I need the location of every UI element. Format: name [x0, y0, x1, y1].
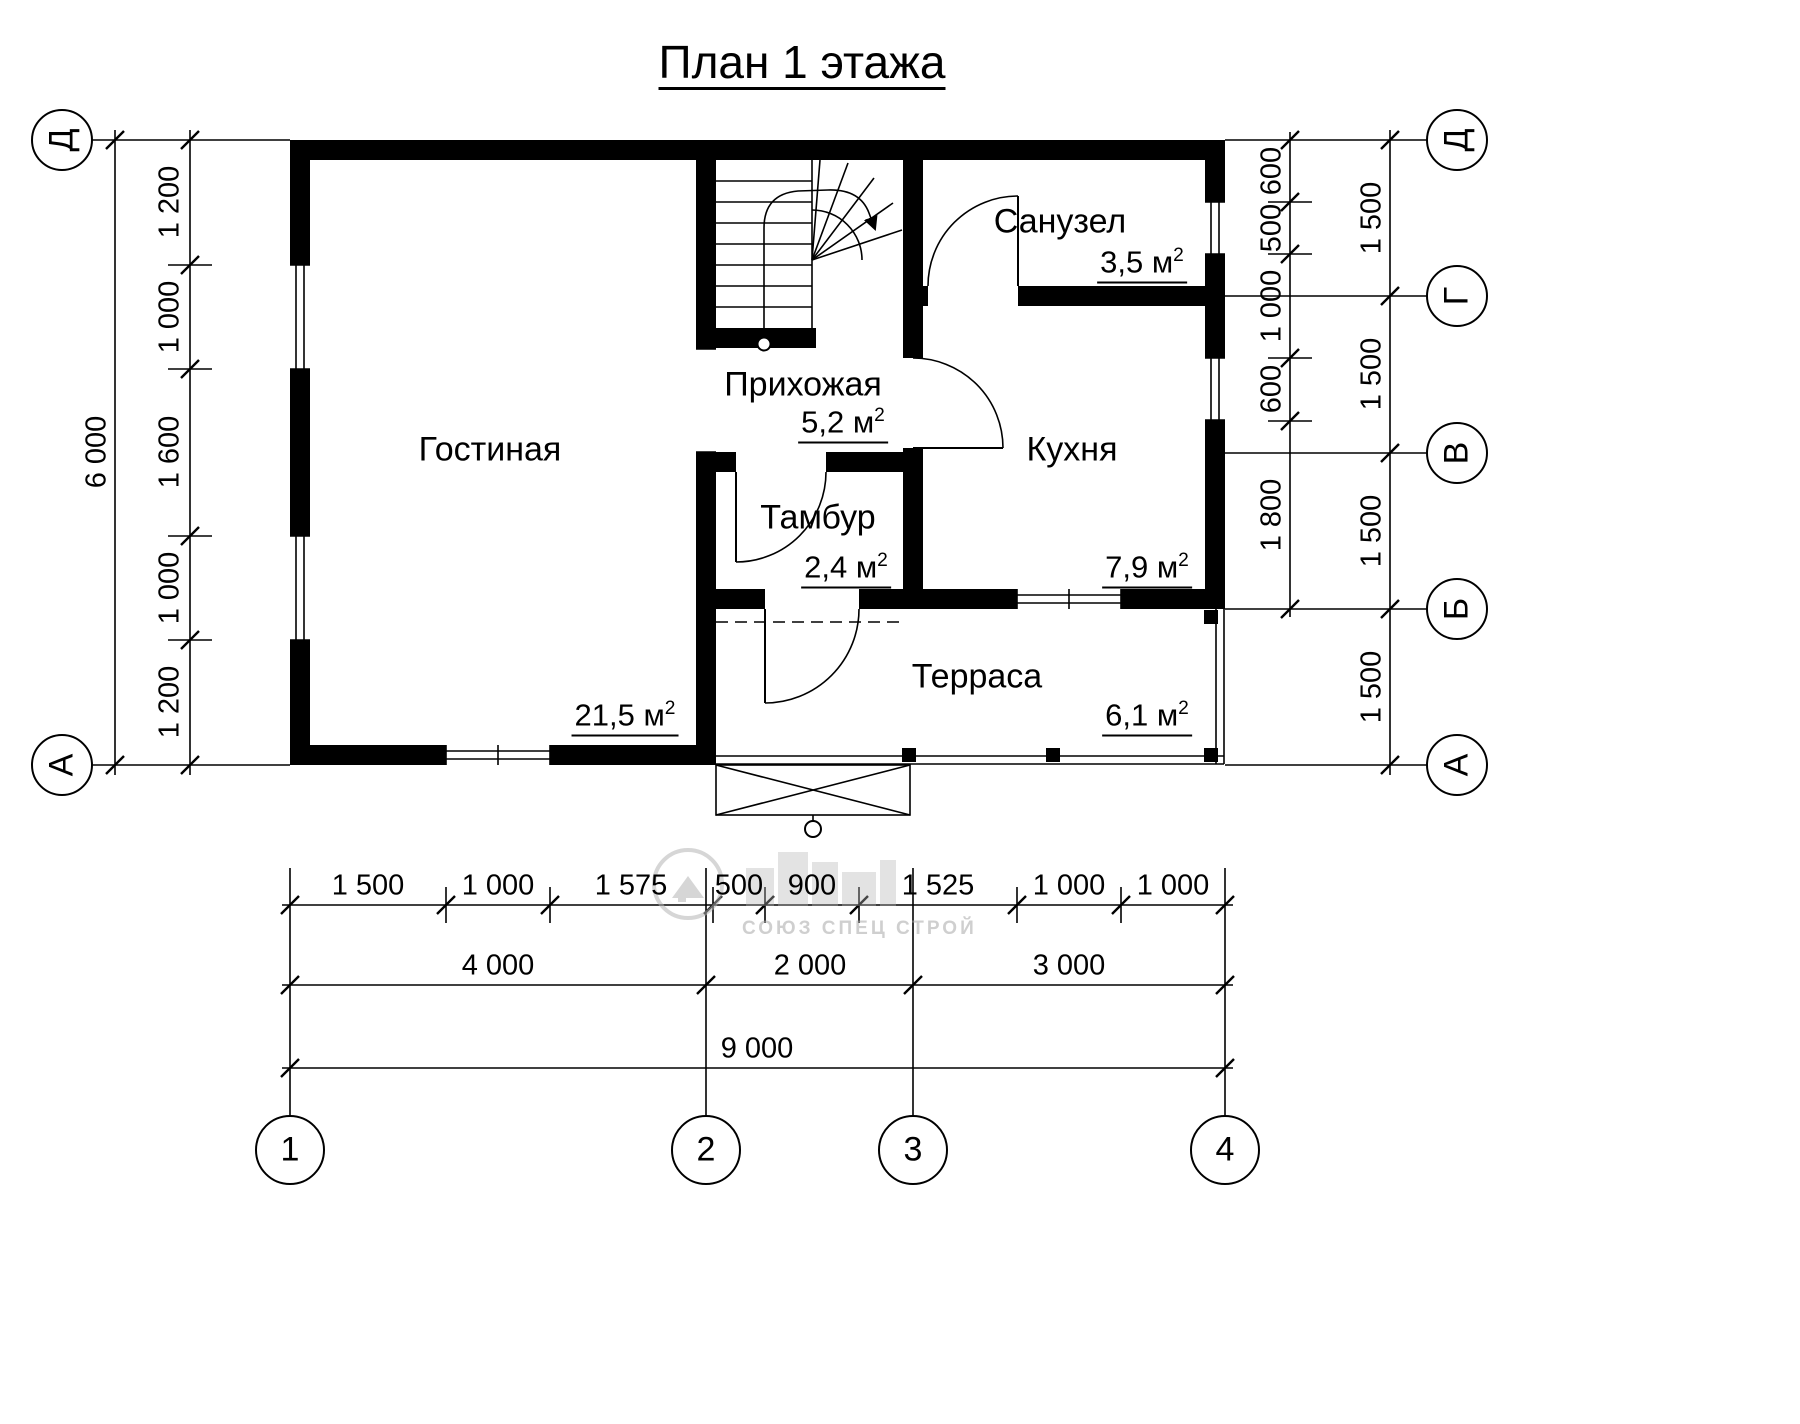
room-area-hall: 5,2 м2 [798, 405, 888, 444]
dim-bottom1-6: 1 000 [1032, 869, 1106, 902]
axis-right-b: Б [1437, 597, 1476, 621]
dim-right-outer-3: 1 500 [1355, 650, 1388, 724]
room-label-terrace: Терраса [911, 657, 1043, 696]
dim-right-outer-2: 1 500 [1355, 494, 1388, 568]
doors [735, 195, 1019, 704]
axis-bottom-4: 4 [1215, 1130, 1235, 1169]
axis-right-v: В [1437, 441, 1476, 465]
dim-bottom2-0: 4 000 [461, 949, 535, 982]
dim-bottom1-5: 1 525 [901, 869, 975, 902]
dim-right-outer-0: 1 500 [1355, 181, 1388, 255]
page-title: План 1 этажа [658, 36, 946, 88]
room-area-wc: 3,5 м2 [1097, 245, 1187, 284]
dim-left-inner-0: 1 200 [153, 165, 186, 239]
dim-bottom1-4: 900 [787, 869, 837, 902]
dim-bottom2-2: 3 000 [1032, 949, 1106, 982]
dim-left-inner-1: 1 000 [153, 280, 186, 354]
dim-bottom1-2: 1 575 [594, 869, 668, 902]
axis-right-d: Д [1437, 128, 1476, 152]
axis-right-a: А [1437, 753, 1476, 777]
dim-right-inner-0: 600 [1255, 146, 1288, 196]
room-area-tambour: 2,4 м2 [801, 550, 891, 589]
dim-right-inner-3: 600 [1255, 364, 1288, 414]
room-label-living: Гостиная [418, 430, 562, 469]
room-label-kitchen: Кухня [1026, 430, 1118, 469]
stairs [716, 159, 903, 352]
watermark: СОЮЗ СПЕЦ СТРОЙ [630, 836, 974, 946]
axis-bottom-1: 1 [280, 1130, 300, 1169]
room-label-wc: Санузел [993, 202, 1127, 241]
dim-right-inner-1: 500 [1255, 203, 1288, 253]
dim-right-inner-4: 1 800 [1255, 478, 1288, 552]
axis-left-d: Д [42, 128, 81, 152]
axis-bottom-3: 3 [903, 1130, 923, 1169]
room-area-kitchen: 7,9 м2 [1102, 550, 1192, 589]
dim-left-inner-3: 1 000 [153, 551, 186, 625]
windows [290, 201, 1225, 765]
dim-left-total: 6 000 [80, 415, 113, 489]
dim-left-inner-4: 1 200 [153, 665, 186, 739]
dim-left-inner-2: 1 600 [153, 415, 186, 489]
dim-right-outer-1: 1 500 [1355, 337, 1388, 411]
dim-right-inner-2: 1 000 [1255, 269, 1288, 343]
dim-bottom1-1: 1 000 [461, 869, 535, 902]
dim-bottom1-3: 500 [714, 869, 764, 902]
dim-bottom-total: 9 000 [720, 1032, 794, 1065]
axis-left-a: А [42, 753, 81, 777]
dim-bottom1-0: 1 500 [331, 869, 405, 902]
room-label-hall: Прихожая [724, 365, 882, 404]
watermark-logo-icon [652, 848, 896, 920]
dim-bottom1-7: 1 000 [1136, 869, 1210, 902]
axis-bottom-2: 2 [696, 1130, 716, 1169]
room-area-living: 21,5 м2 [571, 698, 679, 737]
terrace-structure [716, 609, 1225, 765]
axis-circles [31, 109, 1488, 1185]
entrance-porch [715, 764, 911, 838]
dim-bottom2-1: 2 000 [773, 949, 847, 982]
room-area-terrace: 6,1 м2 [1102, 698, 1192, 737]
room-label-tambour: Тамбур [760, 498, 876, 537]
watermark-text: СОЮЗ СПЕЦ СТРОЙ [742, 918, 977, 939]
axis-right-g: Г [1437, 286, 1476, 306]
